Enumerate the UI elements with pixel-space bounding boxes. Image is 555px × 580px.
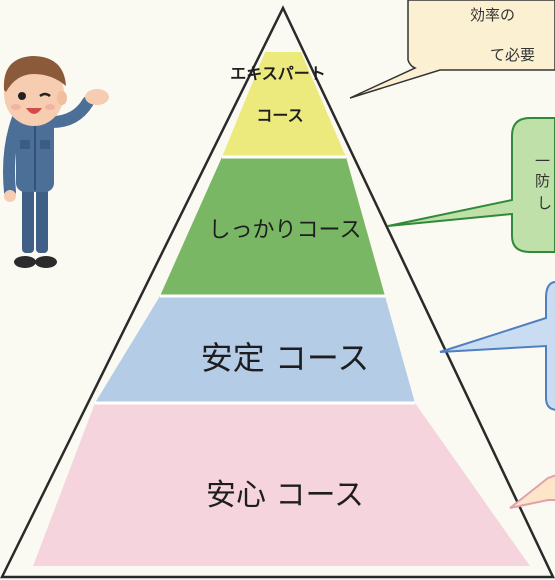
callout-top bbox=[349, 0, 555, 99]
callout-green bbox=[387, 117, 555, 253]
tier-expert-label-line2: コース bbox=[256, 106, 304, 125]
callout-top-text-line2: て必要 bbox=[490, 46, 536, 64]
tier-shikkari-label: しっかりコース bbox=[208, 218, 362, 243]
tier-anshin-label: 安心 コース bbox=[205, 478, 365, 513]
tier-shikkari bbox=[160, 157, 385, 296]
callout-green-text-line2: 防 bbox=[535, 172, 551, 190]
worker-character-illustration bbox=[3, 56, 109, 268]
callout-green-text-line3: し bbox=[537, 194, 553, 212]
tier-expert bbox=[222, 52, 346, 157]
tier-antei-label: 安定 コース bbox=[200, 339, 370, 377]
tier-antei bbox=[95, 296, 415, 403]
tier-expert-label-line1: エキスパート bbox=[230, 64, 326, 83]
pyramid-outline bbox=[0, 5, 555, 579]
callout-blue bbox=[439, 281, 555, 411]
callout-pink bbox=[509, 474, 555, 509]
callout-top-text-line1: 効率の bbox=[470, 6, 516, 24]
callout-green-text-line1: 一 bbox=[535, 152, 551, 170]
tier-anshin bbox=[33, 403, 530, 566]
